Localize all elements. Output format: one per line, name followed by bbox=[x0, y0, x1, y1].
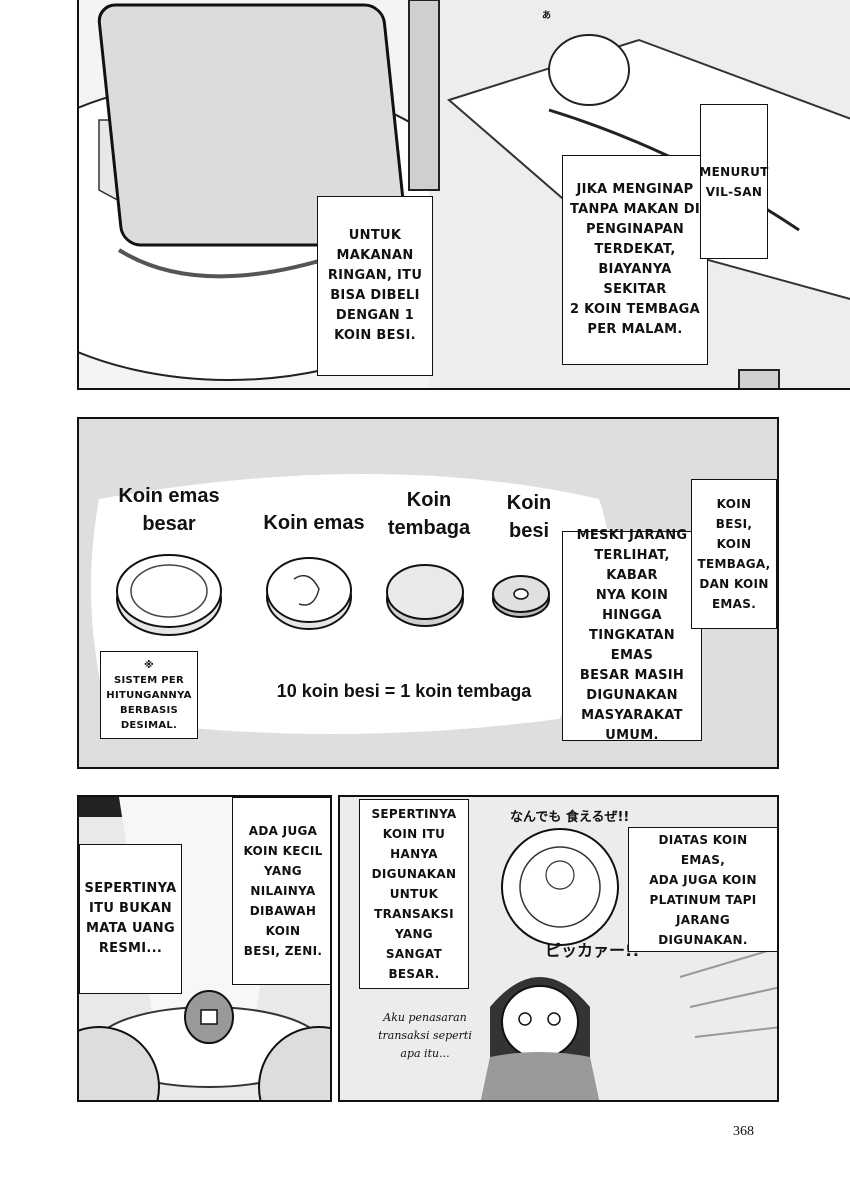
bubble-inn-price: JIKA MENGINAP TANPA MAKAN DI PENGINAPAN … bbox=[562, 155, 708, 365]
label-iron-coin: Koin besi bbox=[506, 492, 552, 542]
panel-platinum: なんでも 食えるぜ!! ピッカァー!! SEPERTINYA KOIN ITU … bbox=[338, 795, 779, 1102]
note-decimal-system: ※ SISTEM PER HITUNGANNYA BERBASIS DESIMA… bbox=[100, 651, 198, 739]
coin-big-gold-icon bbox=[116, 554, 222, 636]
bubble-three-coins: KOIN BESI, KOIN TEMBAGA, DAN KOIN EMAS. bbox=[691, 479, 777, 629]
platinum-coin-icon bbox=[501, 828, 619, 946]
label-copper-coin: Koin tembaga bbox=[387, 489, 471, 539]
bubble-according-to-vil: MENURUT VIL-SAN bbox=[699, 104, 768, 259]
coin-equation: 10 koin besi = 1 koin tembaga bbox=[276, 681, 532, 701]
bubble-zeni-coin: ADA JUGA KOIN KECIL YANG NILAINYA DIBAWA… bbox=[232, 797, 330, 985]
bubble-rare-coins: MESKI JARANG TERLIHAT, KABAR NYA KOIN HI… bbox=[562, 528, 702, 743]
label-big-gold-coin: Koin emas besar bbox=[118, 485, 220, 535]
page-number: 368 bbox=[733, 1124, 754, 1139]
note-mark: ※ bbox=[143, 659, 155, 671]
coin-iron-icon bbox=[492, 575, 550, 618]
panel-coin-types: Koin emas besar Koin emas Koin tembaga K… bbox=[77, 417, 779, 769]
panel2-art bbox=[91, 474, 613, 734]
character-icon bbox=[480, 977, 600, 1100]
coin-copper-icon bbox=[386, 564, 464, 627]
thought-curious: Aku penasaran transaksi seperti apa itu.… bbox=[378, 1011, 472, 1060]
zeni-coin-icon bbox=[184, 990, 234, 1044]
jp-sfx-shine: ピッカァー!! bbox=[545, 941, 640, 960]
coin-gold-icon bbox=[266, 557, 352, 630]
sfx-ah: あ bbox=[542, 11, 552, 21]
panel-sandwich-bed: あ UNTUK MAKANAN RINGAN, ITU BISA DIBELI … bbox=[77, 0, 850, 390]
note-text: SISTEM PER HITUNGANNYA BERBASIS DESIMAL. bbox=[106, 674, 192, 731]
jp-can-eat-anything: なんでも 食えるぜ!! bbox=[510, 810, 630, 825]
bubble-not-official-currency: SEPERTINYA ITU BUKAN MATA UANG RESMI... bbox=[79, 844, 182, 994]
label-gold-coin: Koin emas bbox=[263, 512, 365, 534]
bubble-large-transactions: SEPERTINYA KOIN ITU HANYA DIGUNAKAN UNTU… bbox=[359, 799, 469, 989]
panel4-art bbox=[480, 828, 777, 1100]
panel-zeni: SEPERTINYA ITU BUKAN MATA UANG RESMI... … bbox=[77, 795, 332, 1102]
bubble-platinum-coin: DIATAS KOIN EMAS, ADA JUGA KOIN PLATINUM… bbox=[628, 827, 777, 952]
bubble-snack-price: UNTUK MAKANAN RINGAN, ITU BISA DIBELI DE… bbox=[317, 196, 433, 376]
